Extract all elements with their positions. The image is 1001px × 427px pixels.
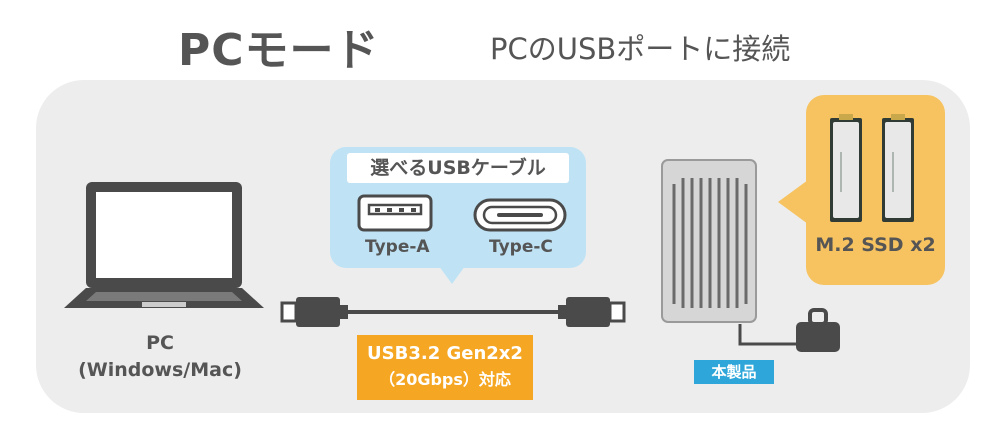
cable-bubble-title: 選べるUSBケーブル xyxy=(347,153,569,183)
cable-bubble-tail xyxy=(436,262,468,284)
m2-ssd-icon xyxy=(882,114,914,222)
page-title: PCモード xyxy=(178,25,380,76)
usb-cable-icon xyxy=(280,297,626,327)
ssd-label: M.2 SSD x2 xyxy=(815,234,936,256)
usb-type-c-port-icon xyxy=(473,198,567,232)
pc-label: PC (Windows/Mac) xyxy=(60,330,260,384)
page-subtitle: PCのUSBポートに接続 xyxy=(490,32,791,66)
usb-type-a-port-icon xyxy=(357,194,433,232)
m2-ssd-icon xyxy=(830,114,862,222)
power-adapter-icon xyxy=(738,308,840,352)
ssd-callout-tail xyxy=(778,180,808,224)
laptop-icon xyxy=(64,182,264,308)
usb-spec-line1: USB3.2 Gen2x2 xyxy=(367,343,523,364)
pc-label-line1: PC xyxy=(146,332,174,354)
ssd-callout xyxy=(806,95,945,285)
type-a-label: Type-A xyxy=(365,237,430,257)
usb-spec-line2: （20Gbps）対応 xyxy=(379,370,511,389)
type-c-label: Type-C xyxy=(489,237,553,257)
product-badge: 本製品 xyxy=(694,360,774,384)
usb-spec-badge: USB3.2 Gen2x2 （20Gbps）対応 xyxy=(357,335,533,400)
pc-label-line2: (Windows/Mac) xyxy=(78,359,242,381)
ssd-enclosure-icon xyxy=(661,159,757,323)
